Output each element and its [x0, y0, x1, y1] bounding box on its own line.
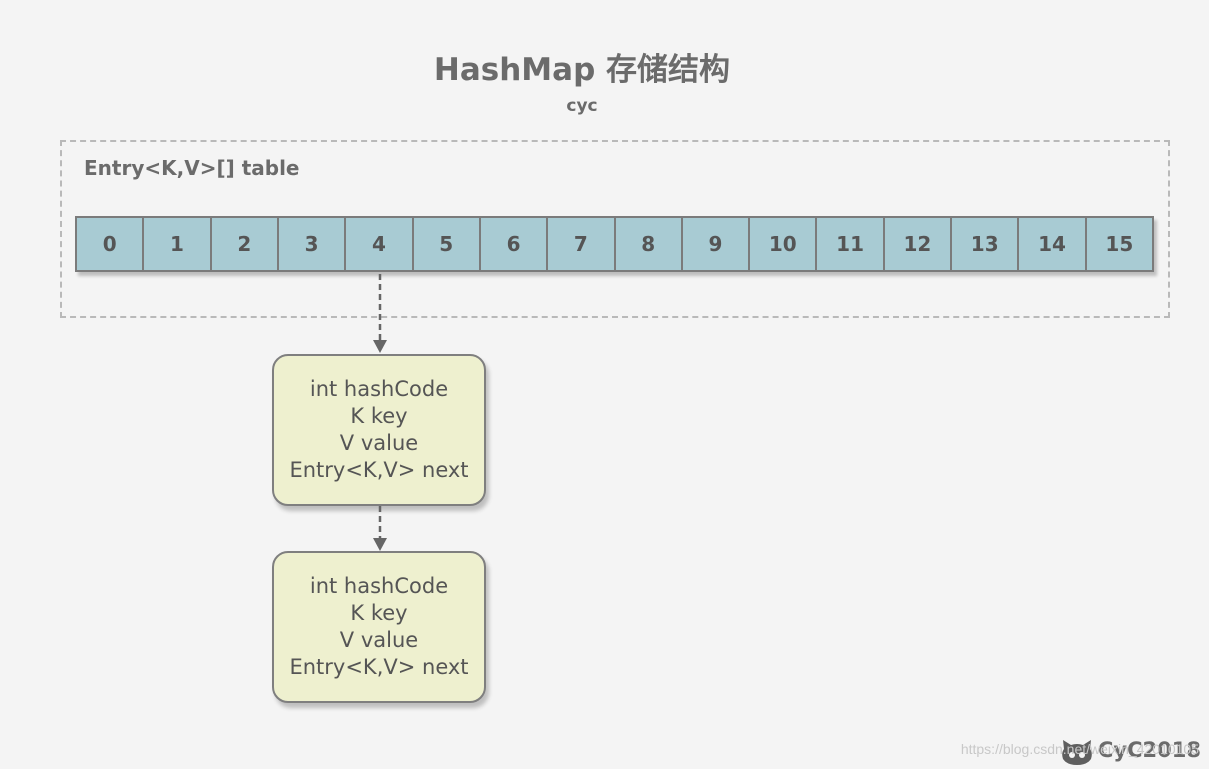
entry-node: int hashCode K key V value Entry<K,V> ne…: [272, 551, 486, 703]
node-field-key: K key: [350, 601, 408, 625]
table-cell: 10: [748, 216, 818, 272]
table-cell: 11: [815, 216, 885, 272]
table-cell: 0: [75, 216, 145, 272]
table-cell: 2: [209, 216, 279, 272]
octocat-icon: [1062, 740, 1092, 765]
table-cell: 3: [276, 216, 347, 272]
node-field-value: V value: [339, 628, 419, 652]
table-cell: 13: [950, 216, 1020, 272]
node-field-hashcode: int hashCode: [309, 574, 449, 598]
node-field-value: V value: [339, 431, 419, 455]
table-cell: 12: [882, 216, 953, 272]
table-cell: 15: [1084, 216, 1154, 272]
table-cell: 6: [478, 216, 549, 272]
node-field-key: K key: [350, 404, 408, 428]
table-cell: 4: [344, 216, 414, 272]
node-field-next: Entry<K,V> next: [289, 655, 469, 679]
table-cell: 5: [411, 216, 481, 272]
table-cell: 8: [613, 216, 683, 272]
table-label: Entry<K,V>[] table: [84, 156, 300, 180]
table-cell: 1: [142, 216, 212, 272]
arrow-connector: [373, 506, 387, 551]
table-cell: 7: [546, 216, 616, 272]
watermark-brand: CyC2018: [1098, 738, 1201, 762]
diagram-subtitle: cyc: [566, 96, 598, 116]
arrow-connector: [373, 274, 387, 353]
table-cells: 0 1 2 3 4 5 6 7 8 9 10 11 12 13 14 15: [75, 216, 1154, 272]
table-cell: 9: [680, 216, 751, 272]
node-field-next: Entry<K,V> next: [289, 458, 469, 482]
table-cell: 14: [1017, 216, 1087, 272]
entry-node: int hashCode K key V value Entry<K,V> ne…: [272, 354, 486, 506]
watermark-url: https://blog.csdn.net/weixin_42010105: [960, 741, 1199, 757]
diagram-title: HashMap 存储结构: [433, 52, 731, 88]
table-frame: [60, 140, 1170, 318]
node-field-hashcode: int hashCode: [309, 377, 449, 401]
